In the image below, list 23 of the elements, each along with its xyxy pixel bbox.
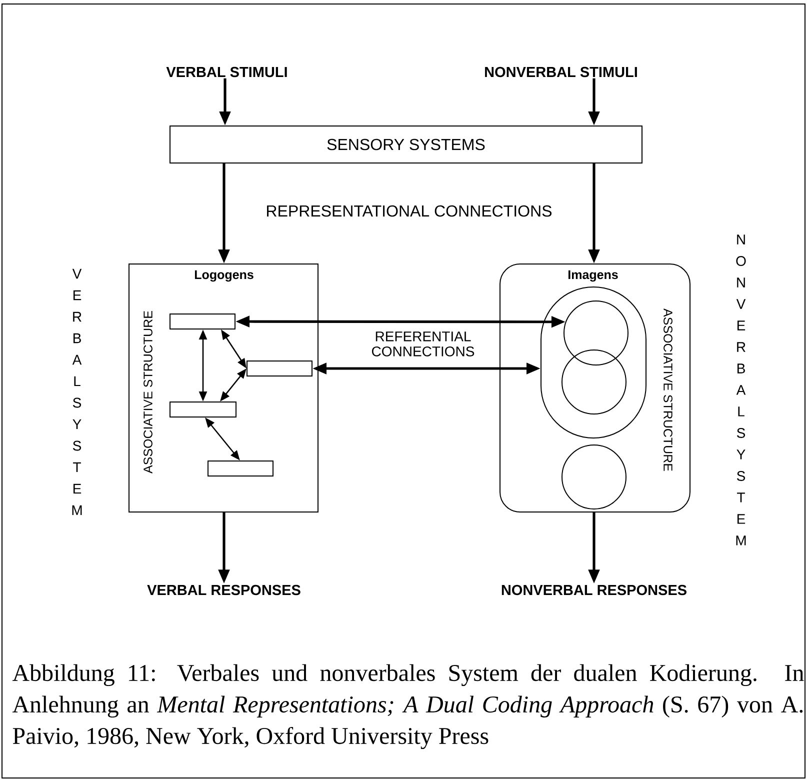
caption: Abbildung 11: Verbales und nonverbales System der dualen Kodierung. In Anlehnung an Mental Representations; A Dual Coding Approach (S. 67) von A. Paivio, 1986, New York, Oxford University Press xyxy=(12,664,804,750)
vertical-label: ASSOCIATIVE STRUCTURE xyxy=(664,308,672,471)
small-box xyxy=(170,402,236,418)
small-box xyxy=(170,314,236,330)
small-box xyxy=(208,460,274,476)
output-label: VERBAL RESPONSES xyxy=(147,584,300,596)
circle xyxy=(562,350,626,414)
box-title: Imagens xyxy=(568,270,618,282)
circle xyxy=(564,300,628,366)
vertical-label: ASSOCIATIVE STRUCTURE xyxy=(144,311,152,474)
vertical-letters: N O N V E R B A L S Y S T E M xyxy=(736,234,746,546)
small-box xyxy=(246,360,312,376)
input-label: VERBAL STIMULI xyxy=(166,66,287,78)
system-box xyxy=(128,264,318,512)
connection-label: REFERENTIAL CONNECTIONS xyxy=(372,332,474,356)
circle xyxy=(562,444,626,510)
system-box xyxy=(500,264,690,512)
box-title: Logogens xyxy=(194,270,254,282)
process-box: SENSORY SYSTEMS xyxy=(170,126,642,164)
output-label: NONVERBAL RESPONSES xyxy=(502,584,686,596)
input-label: NONVERBAL STIMULI xyxy=(485,66,637,78)
connection-label: REPRESENTATIONAL CONNECTIONS xyxy=(267,205,552,217)
vertical-letters: V E R B A L S Y S T E M xyxy=(72,268,82,516)
